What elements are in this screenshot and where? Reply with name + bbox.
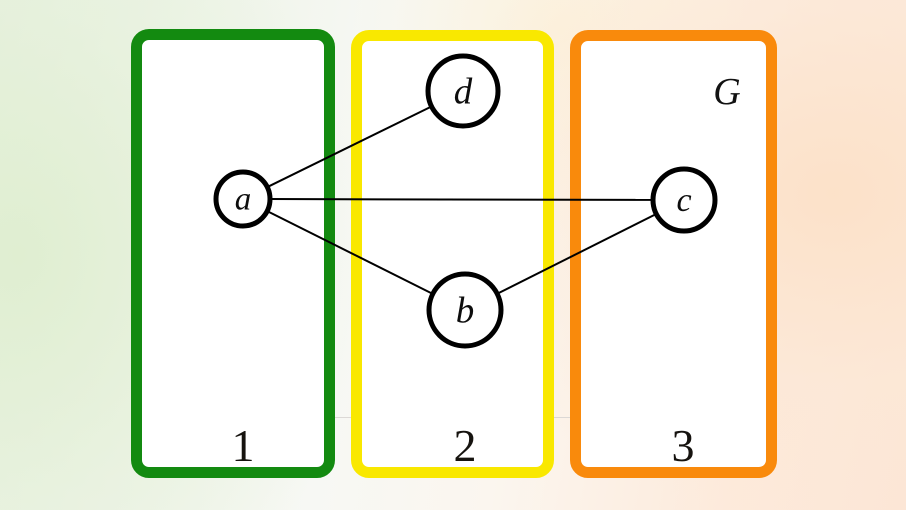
edge-b-c bbox=[495, 212, 658, 296]
graph-node-c[interactable] bbox=[650, 166, 718, 234]
partition-label-1: 1 bbox=[231, 420, 255, 471]
node-label-c: c bbox=[676, 182, 692, 219]
node-label-b: b bbox=[455, 290, 475, 332]
node-label-d: d bbox=[453, 71, 473, 113]
graph-node-a[interactable] bbox=[213, 169, 273, 229]
node-label-a: a bbox=[234, 181, 252, 218]
graph-name-label: G bbox=[713, 71, 741, 113]
partition-box-2[interactable] bbox=[351, 30, 554, 478]
graph-node-b[interactable] bbox=[426, 271, 504, 349]
edge-a-d bbox=[265, 105, 433, 189]
nodes-group bbox=[213, 53, 718, 349]
edge-a-c bbox=[268, 198, 655, 201]
partition-box-1[interactable] bbox=[131, 29, 335, 478]
edges-group bbox=[265, 105, 658, 296]
graph-node-d[interactable] bbox=[425, 53, 501, 129]
edge-a-b bbox=[265, 209, 435, 296]
partition-label-3: 3 bbox=[671, 420, 695, 471]
partition-label-2: 2 bbox=[453, 420, 477, 471]
